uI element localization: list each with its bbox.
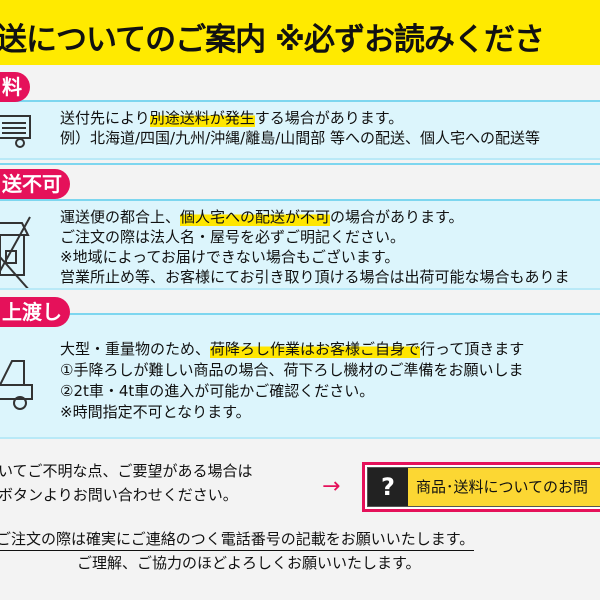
inquiry-button-label: 商品･送料についてのお問 xyxy=(408,468,600,506)
forklift-icon xyxy=(0,360,33,410)
no-house-icon xyxy=(0,216,31,288)
section-text: 運送便の都合上、個人宅への配送が不可の場合があります。 ご注文の際は法人名・屋号… xyxy=(60,208,570,286)
inquiry-button[interactable]: ?商品･送料についてのお問 xyxy=(362,462,600,512)
footer-notice-phone: ご注文の際は確実にご連絡のつく電話番号の記載をお願いいたします。 xyxy=(0,528,475,551)
divider xyxy=(0,163,600,165)
section-curbside: 大型・重量物のため、荷降ろし作業はお客様ご自身で行って頂きます ①手降ろしが難し… xyxy=(0,313,600,439)
contact-text-2: ボタンよりお問い合わせください。 xyxy=(0,486,238,504)
truck-list-icon xyxy=(0,115,31,148)
section-tag-delivery-unavailable: 送不可 xyxy=(0,169,70,199)
arrow-right-icon: → xyxy=(322,474,341,499)
section-text: 送付先により別途送料が発生する場合があります。 例）北海道/四国/九州/沖縄/離… xyxy=(60,109,541,147)
page-title: 送についてのご案内 ※必ずお読みくださ xyxy=(0,22,545,58)
section-delivery-unavailable: 運送便の都合上、個人宅への配送が不可の場合があります。 ご注文の際は法人名・屋号… xyxy=(0,199,600,290)
question-icon: ? xyxy=(368,468,408,506)
section-shipping-fee: 送付先により別途送料が発生する場合があります。 例）北海道/四国/九州/沖縄/離… xyxy=(0,100,600,160)
section-tag-curbside: 上渡し xyxy=(0,297,70,327)
page-header: 送についてのご案内 ※必ずお読みくださ xyxy=(0,0,600,65)
section-tag-shipping-fee: 料 xyxy=(0,72,30,102)
footer-thanks: ご理解、ご協力のほどよろしくお願いいたします。 xyxy=(77,554,421,572)
section-text: 大型・重量物のため、荷降ろし作業はお客様ご自身で行って頂きます ①手降ろしが難し… xyxy=(60,340,525,421)
contact-text-1: いてご不明な点、ご要望がある場合は xyxy=(0,462,253,480)
